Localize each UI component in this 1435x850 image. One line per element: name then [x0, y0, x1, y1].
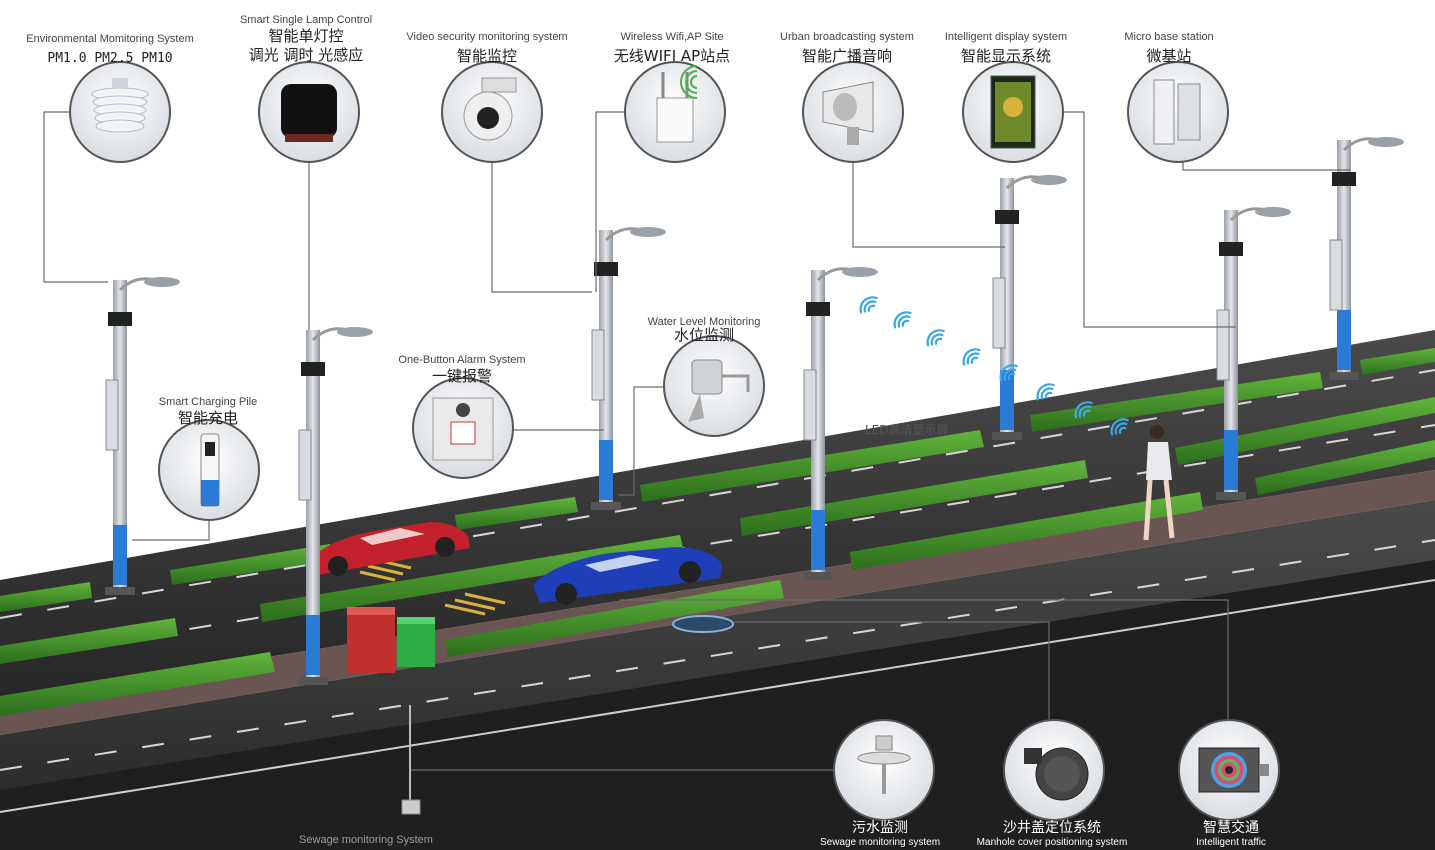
sewage-sensor-icon — [833, 719, 935, 821]
wifi-arc — [962, 348, 981, 366]
label-en: Intelligent traffic — [1196, 837, 1266, 848]
label-en: Sewage monitoring system — [819, 837, 941, 848]
label-cn: 污水监测 — [852, 820, 908, 836]
led-display-label: LED高清显示屏 — [865, 423, 949, 437]
label-intelligent-display: Intelligent display system 智能显示系统 — [945, 31, 1067, 66]
label-cn: 智能显示系统 — [960, 47, 1051, 65]
label-en: Water Level Monitoring — [647, 316, 761, 328]
lane-markings — [0, 369, 1435, 771]
wifi-arc — [1110, 418, 1129, 436]
label-cn: 智慧交通 — [1202, 820, 1259, 836]
label-en: Micro base station — [1124, 31, 1214, 43]
near-edge-line — [0, 579, 1435, 813]
speaker-horn-icon — [802, 61, 904, 163]
label-cn: 智能监控 — [456, 47, 518, 65]
label-video-security: Video security monitoring system 智能监控 — [406, 31, 567, 66]
leader-lines — [43, 111, 1350, 771]
label-wireless-wifi: Wireless Wifi,AP Site 无线WIFI AP站点 — [614, 31, 730, 66]
green-utility-box — [397, 617, 435, 667]
label-one-button-alarm: One-Button Alarm System 一键报警 — [398, 354, 525, 386]
label-cn: 智能广播音响 — [801, 47, 892, 65]
label-micro-base-station: Micro base station 微基站 — [1124, 31, 1213, 66]
label-water-level: Water Level Monitoring 水位监测 — [648, 316, 761, 345]
label-single-lamp-control: Smart Single Lamp Control 智能单灯控 调光 调时 光感… — [240, 14, 372, 65]
label-smart-charging: Smart Charging Pile 智能充电 — [159, 396, 257, 428]
manhole-cover-icon — [1003, 719, 1105, 821]
ghost-sewage-label: Sewage monitoring System — [299, 834, 433, 846]
label-manhole-positioning: 沙井盖定位系统 Manhole cover positioning system — [977, 820, 1128, 849]
label-cn: 无线WIFI AP站点 — [613, 47, 731, 65]
wifi-arc — [999, 364, 1018, 382]
label-en: Wireless Wifi,AP Site — [620, 31, 724, 43]
dome-camera-icon — [441, 61, 543, 163]
street-pole — [105, 277, 180, 595]
label-en: Environmental Momitoring System — [26, 33, 194, 45]
manhole-on-road — [672, 615, 734, 633]
red-car — [310, 522, 470, 576]
street-pole — [1329, 137, 1404, 380]
wifi-arc — [893, 311, 912, 329]
wifi-arc — [1074, 401, 1093, 419]
label-cn: 智能单灯控 — [268, 27, 344, 45]
label-en: One-Button Alarm System — [398, 354, 526, 366]
pedestrian — [1143, 425, 1175, 541]
charging-pile-icon — [158, 419, 260, 521]
label-en: Urban broadcasting system — [780, 31, 914, 43]
blue-car — [533, 547, 722, 605]
water-level-sensor-icon — [663, 335, 765, 437]
label-cn: 微基站 — [1146, 47, 1192, 65]
label-en: Smart Single Lamp Control — [239, 14, 373, 26]
label-cn: 智能充电 — [177, 409, 238, 427]
label-cn-secondary: 调光 调时 光感应 — [248, 46, 364, 64]
street-pole — [591, 227, 666, 510]
wifi-arc — [926, 329, 945, 347]
label-sewage-monitoring: 污水监测 Sewage monitoring system — [820, 820, 940, 849]
label-en: Video security monitoring system — [406, 31, 568, 43]
hedges — [0, 348, 1435, 716]
label-cn: PM1.0 PM2.5 PM10 — [47, 51, 173, 66]
label-en: Manhole cover positioning system — [976, 837, 1128, 848]
wifi-arc — [859, 296, 878, 314]
wifi-signal-arcs — [859, 296, 1129, 436]
label-cn: 一键报警 — [431, 367, 493, 385]
alarm-button-icon — [412, 377, 514, 479]
street-pole — [298, 327, 373, 685]
led-display-icon — [962, 61, 1064, 163]
label-en: Intelligent display system — [944, 31, 1068, 43]
label-environmental-monitoring: Environmental Momitoring System PM1.0 PM… — [26, 33, 194, 68]
component-badges — [69, 61, 1280, 821]
street-poles — [105, 137, 1404, 685]
wifi-arc — [1036, 383, 1055, 401]
street-pole — [803, 267, 878, 580]
air-sensor-icon — [69, 61, 171, 163]
lamp-controller-icon — [258, 61, 360, 163]
wifi-router-icon — [624, 61, 726, 163]
label-urban-broadcasting: Urban broadcasting system 智能广播音响 — [780, 31, 914, 66]
traffic-target-icon — [1178, 719, 1280, 821]
base-station-icon — [1127, 61, 1229, 163]
label-en: Smart Charging Pile — [158, 396, 258, 408]
label-cn: 沙井盖定位系统 — [1002, 820, 1101, 836]
red-utility-box — [347, 607, 395, 673]
sewage-probe — [401, 705, 421, 815]
label-intelligent-traffic: 智慧交通 Intelligent traffic — [1196, 820, 1266, 849]
label-cn: 水位监测 — [673, 326, 735, 344]
